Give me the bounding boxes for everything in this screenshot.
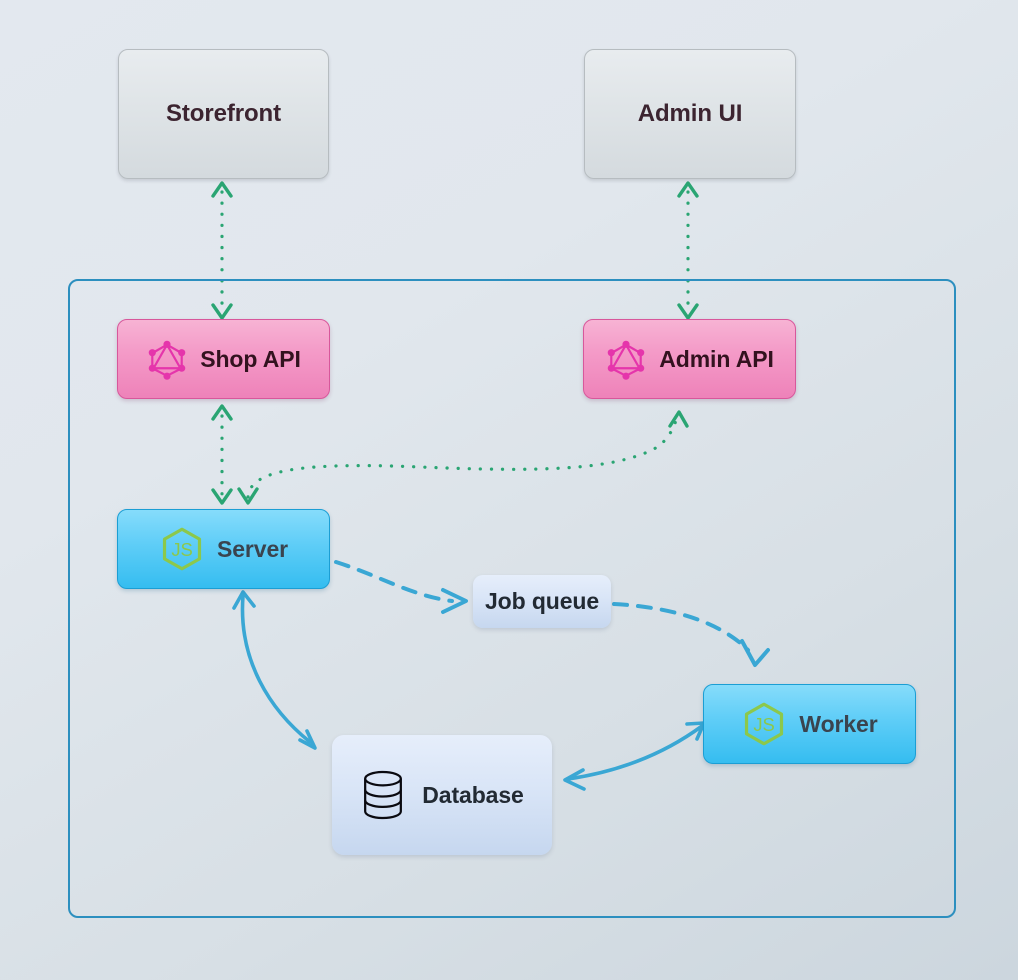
node-job-queue[interactable]: Job queue: [473, 575, 611, 628]
server-container-box: [68, 279, 956, 918]
graphql-icon: [605, 338, 647, 380]
node-database[interactable]: Database: [332, 735, 552, 855]
svg-text:JS: JS: [171, 539, 192, 560]
node-shop-api[interactable]: Shop API: [117, 319, 330, 399]
node-server[interactable]: JS Server: [117, 509, 330, 589]
node-worker-label: Worker: [799, 710, 878, 737]
node-shop-api-label: Shop API: [200, 345, 301, 372]
node-server-label: Server: [216, 535, 289, 562]
svg-text:JS: JS: [754, 714, 775, 735]
nodejs-icon: JS: [741, 701, 787, 747]
node-database-label: Database: [422, 781, 524, 808]
nodejs-icon: JS: [159, 526, 205, 572]
node-job-queue-label: Job queue: [484, 588, 600, 614]
database-icon: [360, 769, 406, 821]
node-admin-api-label: Admin API: [659, 345, 774, 372]
node-admin-ui[interactable]: Admin UI: [584, 49, 796, 179]
node-admin-ui-label: Admin UI: [637, 100, 743, 127]
node-worker[interactable]: JS Worker: [703, 684, 916, 764]
node-storefront[interactable]: Storefront: [118, 49, 329, 179]
node-storefront-label: Storefront: [166, 100, 281, 127]
node-admin-api[interactable]: Admin API: [583, 319, 796, 399]
graphql-icon: [146, 338, 188, 380]
